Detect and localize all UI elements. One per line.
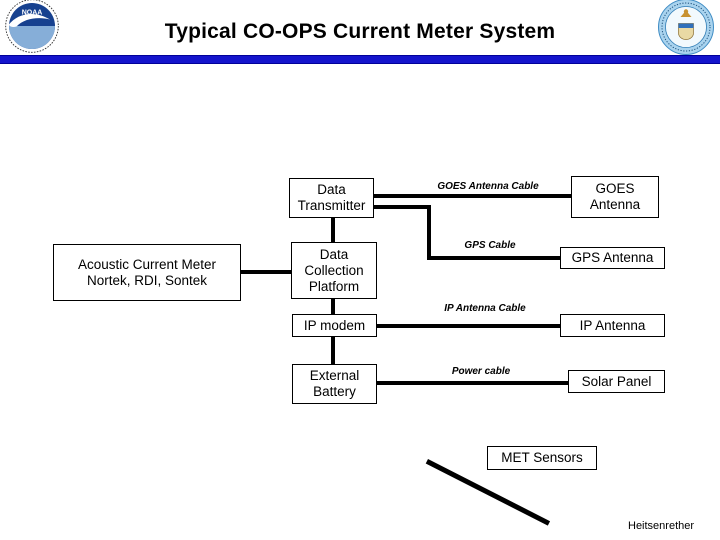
gps-cable-line-seg1 [374,205,431,209]
label-ip-antenna-cable: IP Antenna Cable [444,303,526,314]
power-cable-line [377,381,568,385]
ip-antenna-cable-line [377,324,560,328]
dcp-to-ipmodem-line [331,299,335,314]
header-divider-bar [0,55,720,64]
node-ip-modem: IP modem [292,314,377,337]
svg-text:NOAA: NOAA [22,10,43,17]
author-credit: Heitsenrether [628,520,695,532]
noaa-logo-icon: NOAA [5,0,59,53]
gps-cable-line-seg3 [427,256,560,260]
goes-antenna-cable-line [374,194,571,198]
node-external-battery: External Battery [292,364,377,404]
ipmodem-to-battery-line [331,337,335,364]
label-goes-antenna-cable: GOES Antenna Cable [437,181,539,192]
node-goes-antenna: GOES Antenna [571,176,659,218]
node-ip-antenna: IP Antenna [560,314,665,337]
page-title: Typical CO-OPS Current Meter System [164,20,556,43]
gps-cable-line-seg2 [427,205,431,260]
node-acoustic-current-meter: Acoustic Current Meter Nortek, RDI, Sont… [53,244,241,301]
node-data-collection-platform: Data Collection Platform [291,242,377,299]
node-gps-antenna: GPS Antenna [560,247,665,269]
node-data-transmitter: Data Transmitter [289,178,374,218]
commerce-seal-icon [657,0,715,56]
label-gps-cable: GPS Cable [464,240,516,251]
node-solar-panel: Solar Panel [568,370,665,393]
transmitter-to-dcp-line [331,218,335,242]
node-met-sensors: MET Sensors [487,446,597,470]
acoustic-to-dcp-line [241,270,291,274]
label-power-cable: Power cable [451,366,511,377]
